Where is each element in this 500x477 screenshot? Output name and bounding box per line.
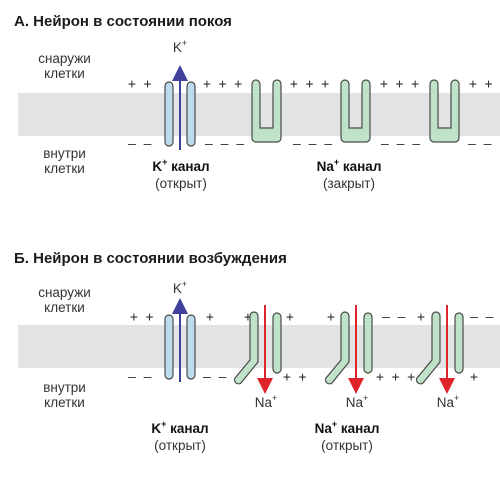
plus-signs: + + [130,310,154,325]
k-channel-charge: + [161,419,167,429]
na-channel-right-subunit [363,312,373,374]
k-ion-base: K [172,281,182,296]
plus-signs: + + [128,77,152,92]
panel-b-na-ion-label-2: Na+ [345,393,369,411]
k-ion-charge: + [181,279,188,289]
panel-b-na-ion-label-1: Na+ [254,393,278,411]
na-channel-charge: + [333,157,340,167]
inside-label-line2: клетки [44,395,85,410]
k-channel-state: (открыт) [155,176,207,191]
minus-signs: – – [128,137,152,152]
na-channel-state: (закрыт) [323,176,375,191]
plus-signs: + [244,310,252,325]
na-channel-state: (открыт) [321,438,373,453]
panel-b-inside-label: внутри клетки [17,380,112,410]
panel-b-na-arrows [257,305,455,394]
k-channel-base: K [151,421,162,436]
na-ion-charge: + [272,393,278,403]
k-channel-subunit [186,81,196,147]
k-channel-subunit [164,314,174,380]
panel-b-na-ion-label-3: Na+ [436,393,460,411]
na-channel-name: канал [342,159,382,174]
na-channel-right-subunit [454,312,464,374]
plus-signs: – – [470,310,494,325]
outside-label-line1: снаружи [38,51,91,66]
minus-signs: – – [128,370,152,385]
na-channel-closed [429,79,460,143]
na-channel-left-subunit [415,311,441,385]
panel-a-inside-label: внутри клетки [17,146,112,176]
na-channel-base: Na [314,421,332,436]
panel-b-outside-label: снаружи клетки [17,285,112,315]
minus-signs: + [470,370,478,385]
na-ion-base: Na [436,395,454,410]
panel-b-k-ion-label: K+ [172,279,188,297]
panel-a-na-channel-label: Na+ канал (закрыт) [317,158,382,192]
minus-signs: – – [203,370,227,385]
k-channel-state: (открыт) [154,438,206,453]
k-ion-base: K [172,40,182,55]
minus-signs: – – – [205,137,244,152]
panel-a-na-channels [251,79,460,143]
panel-b-na-channel-label: Na+ канал (открыт) [315,420,380,454]
na-channel-left-subunit [233,311,259,385]
panel-a-title: А. Нейрон в состоянии покоя [14,13,232,30]
panel-b-charges: + + + + + + – – + – – – – – – + + + + + … [128,310,494,385]
plus-signs: + [206,310,214,325]
na-channel-base: Na [316,159,334,174]
na-ion-charge: + [454,393,460,403]
minus-signs: – – – [293,137,332,152]
na-ion-base: Na [345,395,363,410]
panel-b-membrane [18,325,500,368]
k-channel-charge: + [162,157,168,167]
na-ion-charge: + [363,393,369,403]
panel-a-outside-label: снаружи клетки [17,51,112,81]
plus-signs: + + [469,77,493,92]
k-ion-charge: + [181,38,188,48]
panel-a-k-channel [164,81,196,147]
inside-label-line1: внутри [43,146,86,161]
minus-signs: + + [283,370,307,385]
plus-signs: + + + [380,77,419,92]
na-channel-closed [251,79,282,143]
na-channel-left-subunit [324,311,350,385]
plus-signs: + [417,310,425,325]
k-channel-name: канал [171,159,210,174]
outside-label-line1: снаружи [38,285,91,300]
na-channel-closed [340,79,371,143]
plus-signs: – – [382,310,406,325]
minus-signs: – – [468,137,492,152]
plus-signs: + [286,310,294,325]
plus-signs: + [327,310,335,325]
na-channel-name: канал [340,421,380,436]
panel-b-na-channels [233,311,464,385]
panel-b-k-channel-label: K+ канал (открыт) [151,420,208,454]
panel-a-k-channel-label: K+ канал (открыт) [152,158,209,192]
na-channel-charge: + [331,419,338,429]
panel-a-k-ion-label: K+ [172,38,188,56]
k-channel-name: канал [170,421,209,436]
panel-b-k-channel [164,314,196,380]
outside-label-line2: клетки [44,300,85,315]
panel-b-title: Б. Нейрон в состоянии возбуждения [14,250,287,267]
minus-signs: + + + [376,370,415,385]
minus-signs: – – – [381,137,420,152]
panel-a-charges: + + + + + + + + + + + + + – – – – – – – … [128,77,493,152]
k-channel-base: K [152,159,163,174]
k-channel-subunit [186,314,196,380]
na-ion-base: Na [254,395,272,410]
k-channel-subunit [164,81,174,147]
na-channel-right-subunit [272,312,282,374]
inside-label-line1: внутри [43,380,86,395]
outside-label-line2: клетки [44,66,85,81]
plus-signs: + + + [203,77,242,92]
plus-signs: + + + [290,77,329,92]
inside-label-line2: клетки [44,161,85,176]
